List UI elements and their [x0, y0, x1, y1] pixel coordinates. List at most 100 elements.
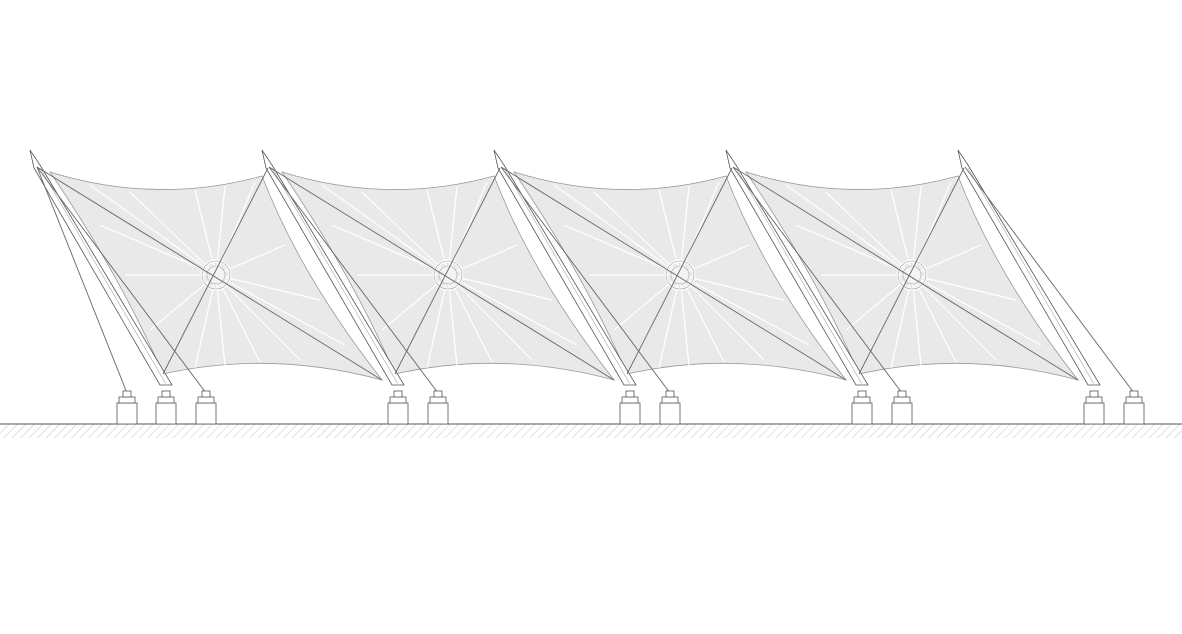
mast-foundation — [155, 402, 177, 425]
membrane-seam — [679, 274, 810, 346]
membrane-seam — [361, 191, 449, 276]
anchor-foundation — [659, 402, 681, 425]
membrane-seam — [426, 274, 449, 369]
diagonal-cable — [732, 166, 1079, 381]
mast-foundation-plate — [161, 390, 171, 398]
membrane-seam — [593, 191, 681, 276]
mast-foundation-cap — [389, 396, 407, 404]
mast — [493, 149, 637, 386]
stay-cable — [500, 166, 671, 394]
membrane-seam — [447, 181, 488, 276]
membrane-seam — [194, 274, 217, 369]
mast-foundation-plate — [857, 390, 867, 398]
membrane-seam — [785, 184, 913, 276]
mast-centerline — [39, 167, 167, 385]
mast-foundation — [619, 402, 641, 425]
diagonal-cable — [626, 167, 733, 375]
diagonal-cable — [394, 167, 501, 375]
membrane-seam — [890, 274, 913, 369]
membrane-seam — [911, 274, 997, 361]
anchor-foundation — [1123, 402, 1145, 425]
anchor-foundation-cap — [118, 396, 136, 404]
membrane-seam — [679, 181, 720, 276]
anchor-foundation-plate — [897, 390, 907, 398]
anchor-foundation-cap — [1125, 396, 1143, 404]
mast-foundation-cap — [157, 396, 175, 404]
membrane-seam — [563, 224, 681, 276]
membrane-seam — [215, 274, 301, 361]
anchor-foundation — [427, 402, 449, 425]
ground-hatch — [0, 424, 1182, 438]
membrane-seam — [911, 181, 952, 276]
membrane-seam — [825, 191, 913, 276]
membrane-ring-outline — [201, 260, 231, 290]
anchor-foundation-plate — [665, 390, 675, 398]
mast-centerline — [735, 167, 863, 385]
membrane-seam — [911, 274, 957, 363]
anchor-foundation-plate — [122, 390, 132, 398]
anchor-foundation-cap — [893, 396, 911, 404]
membrane-seam — [658, 274, 681, 369]
mast-centerline — [967, 167, 1095, 385]
stay-cable — [964, 166, 1135, 394]
mast-foundation-plate — [625, 390, 635, 398]
membrane-seam — [447, 274, 493, 363]
diagonal-cable — [268, 166, 615, 381]
membrane-ring-outline — [433, 260, 463, 290]
mast-foundation — [1083, 402, 1105, 425]
mast-foundation — [387, 402, 409, 425]
diagonal-cable — [500, 166, 847, 381]
membrane-seam — [215, 274, 321, 301]
mast — [261, 149, 405, 386]
mast — [29, 149, 173, 386]
back-stay-cable — [36, 166, 128, 394]
anchor-foundation — [195, 402, 217, 425]
mast — [957, 149, 1101, 386]
mast-foundation-plate — [393, 390, 403, 398]
membrane-seam — [321, 184, 449, 276]
anchor-foundation-plate — [433, 390, 443, 398]
mast-foundation-cap — [1085, 396, 1103, 404]
anchor-foundation-cap — [429, 396, 447, 404]
mast-foundation-cap — [621, 396, 639, 404]
mast-foundation-plate — [1089, 390, 1099, 398]
membrane-seam — [447, 274, 553, 301]
membrane-seam — [215, 181, 256, 276]
diagonal-cable — [162, 167, 269, 375]
anchor-foundation-cap — [661, 396, 679, 404]
diagonal-cable — [858, 167, 965, 375]
mast-foundation — [851, 402, 873, 425]
mast-centerline — [503, 167, 631, 385]
anchor-foundation — [891, 402, 913, 425]
mast-foundation-cap — [853, 396, 871, 404]
membrane-seam — [679, 274, 765, 361]
stay-cable — [268, 166, 439, 394]
membrane-seam — [331, 224, 449, 276]
membrane-seam — [679, 274, 785, 301]
membrane-seam — [553, 184, 681, 276]
membrane-seam — [129, 191, 217, 276]
anchor-foundation-plate — [1129, 390, 1139, 398]
membrane-ring-outline — [665, 260, 695, 290]
membrane-seam — [89, 184, 217, 276]
anchor-foundation — [116, 402, 138, 425]
membrane-seam — [911, 274, 1042, 346]
anchor-foundation-cap — [197, 396, 215, 404]
diagonal-cable — [36, 166, 383, 381]
membrane-seam — [679, 274, 725, 363]
stay-cable — [732, 166, 903, 394]
mast — [725, 149, 869, 386]
mast-centerline — [271, 167, 399, 385]
ground — [0, 423, 1182, 438]
membrane-seam — [215, 274, 261, 363]
stay-cable — [36, 166, 207, 394]
anchor-foundation-plate — [201, 390, 211, 398]
membrane-ring-outline — [897, 260, 927, 290]
membrane-seam — [795, 224, 913, 276]
membrane-seam — [215, 274, 346, 346]
membrane-seam — [99, 224, 217, 276]
membrane-seam — [447, 274, 533, 361]
membrane-seam — [911, 274, 1017, 301]
membrane-seam — [447, 274, 578, 346]
